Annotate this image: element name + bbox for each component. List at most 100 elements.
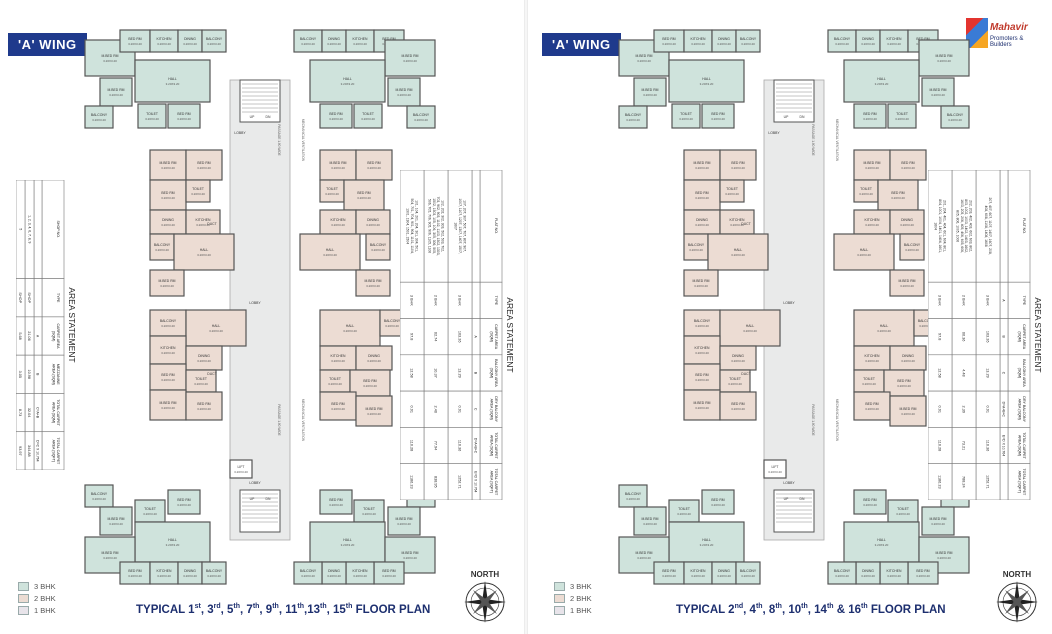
- table-letter-cell: [471, 281, 481, 319]
- table-letter-text: D=A+B+C: [1002, 402, 1006, 418]
- room-label: BALCONY: [918, 319, 935, 323]
- room: [167, 103, 201, 129]
- room-size: 3.20X3.20: [331, 359, 345, 363]
- table-cell-text: 3.05: [18, 371, 22, 378]
- room-size: 3.20X3.20: [196, 223, 210, 227]
- room-size: 3.20X3.20: [353, 574, 367, 578]
- room: [319, 149, 357, 181]
- table-letter-cell: [471, 170, 481, 283]
- room-size: 3.20X3.20: [835, 574, 849, 578]
- table-letter-text: B: [474, 372, 478, 375]
- duct-label: DUCT: [207, 372, 216, 376]
- table-header-text: SHOP NO.: [56, 221, 60, 239]
- room: [683, 335, 721, 365]
- room: [719, 149, 757, 181]
- table-letter-cell: [33, 180, 43, 279]
- compass-rose-icon: [464, 581, 506, 623]
- room-size: 3.20X3.20: [895, 117, 909, 121]
- room: [887, 499, 919, 523]
- ventilation-label: MECHANICAL VENTILATION: [301, 119, 305, 162]
- room: [349, 369, 391, 397]
- room-size: 3.20X3.20: [161, 378, 175, 382]
- room: [319, 209, 357, 235]
- table-cell-text: 1604: [934, 222, 938, 230]
- room-label: BED RM: [329, 498, 342, 502]
- room: [149, 29, 179, 53]
- legend: 3 BHK 2 BHK 1 BHK: [18, 580, 56, 616]
- room: [853, 369, 885, 393]
- room-label: M.BED RM: [365, 279, 382, 283]
- room-label: M.BED RM: [102, 54, 119, 58]
- brand-logo: Mahavir Promoters & Builders: [966, 18, 1046, 52]
- room: [99, 77, 133, 107]
- table-cell-text: 506, 705, 706, 905, 906, 1105, 1106: [427, 199, 431, 253]
- room-label: HALL: [702, 77, 711, 81]
- room: [353, 103, 383, 129]
- room-label: M.BED RM: [402, 54, 419, 58]
- stair-up-label: UP: [784, 115, 789, 119]
- table-cell-text: 13.29: [986, 368, 990, 378]
- room-size: 3.20X3.20: [103, 556, 117, 560]
- room: [853, 149, 891, 181]
- room-label: M.BED RM: [366, 407, 383, 411]
- table-cell: [400, 463, 425, 500]
- room-label: M.BED RM: [642, 88, 659, 92]
- room-size: 3.20X3.20: [741, 42, 755, 46]
- room: [293, 29, 323, 53]
- room: [355, 345, 393, 371]
- table-cell-text: 32.04: [27, 408, 31, 418]
- logo-mark-icon: [966, 18, 988, 48]
- room-label: M.BED RM: [694, 401, 711, 405]
- table-cell-text: 116.36: [986, 440, 990, 451]
- room-size: 3.20X3.20: [725, 192, 739, 196]
- table-cell-text: 703, 902, 903, 1102, 1103, 1302, 1303,: [436, 197, 440, 256]
- room: [365, 233, 391, 261]
- table-cell-text: 5: [19, 228, 23, 230]
- room-size: 3.20X3.20: [161, 324, 175, 328]
- table-header-text: AREA (SQM): [490, 399, 494, 420]
- table-header-text: BALCONY AREA: [494, 359, 498, 387]
- table-cell-text: 344.88: [27, 445, 31, 457]
- lobby-label: LOBBY: [234, 131, 246, 135]
- compass-rose-icon: [996, 581, 1038, 623]
- room-label: HALL: [343, 77, 352, 81]
- room: [185, 149, 223, 181]
- room-label: BALCONY: [154, 243, 171, 247]
- table-header-text: AREA (SQM): [490, 435, 494, 456]
- room-label: KITCHEN: [161, 346, 176, 350]
- room: [618, 484, 648, 508]
- table-letter-text: A: [474, 336, 478, 339]
- room: [119, 561, 151, 585]
- room-size: 3.20X3.20: [371, 248, 385, 252]
- room: [633, 506, 667, 536]
- room-size: 3.20X3.20: [382, 574, 396, 578]
- table-cell-text: 804, 1001, 1004, 1401, 1404, 1601,: [938, 199, 942, 253]
- room-label: KITCHEN: [887, 37, 902, 41]
- room: [735, 29, 761, 53]
- room: [719, 209, 755, 235]
- room-size: 3.20X3.20: [92, 497, 106, 501]
- room-label: M.BED RM: [108, 88, 125, 92]
- room: [134, 499, 166, 523]
- room: [833, 233, 895, 271]
- table-cell-text: 10.98: [27, 370, 31, 380]
- room: [618, 105, 648, 129]
- room-label: BED RM: [382, 569, 395, 573]
- room-size: 3.20X3.20: [695, 223, 709, 227]
- room: [149, 209, 187, 235]
- table-letter-text: B: [1002, 336, 1006, 339]
- table-letter-text: A: [36, 335, 40, 338]
- room-label: BED RM: [177, 112, 190, 116]
- room: [373, 561, 405, 585]
- table-header-text: TOTAL CARPET: [1022, 468, 1026, 495]
- room-size: 3.20X3.20: [397, 522, 411, 526]
- room: [149, 179, 187, 211]
- table-header-text: AREA (SQFT): [52, 440, 56, 463]
- table-header-text: (SQM): [52, 331, 56, 342]
- room-label: HALL: [168, 77, 177, 81]
- room-label: BALCONY: [625, 113, 642, 117]
- room-size: 3.20X3.20: [919, 324, 933, 328]
- room-label: KITCHEN: [157, 37, 172, 41]
